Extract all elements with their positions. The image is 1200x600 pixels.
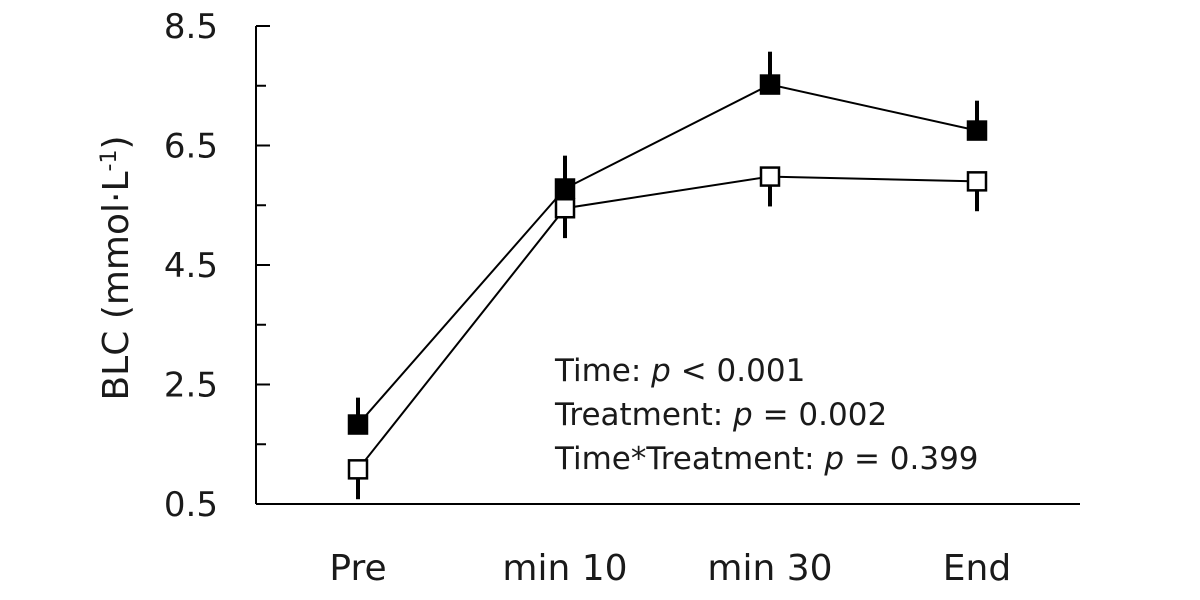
y-tick-label: 8.5: [164, 7, 218, 47]
stat-line: Time*Treatment: p = 0.399: [554, 441, 979, 477]
filled-square-marker: [554, 178, 576, 199]
y-axis: 0.5 2.5 4.5 6.5 8.5: [164, 7, 270, 525]
x-tick-label: min 30: [707, 548, 832, 589]
filled-square-marker: [347, 414, 369, 435]
open-square-marker: [759, 166, 781, 187]
open-square-marker: [966, 171, 988, 192]
series-open: [347, 166, 988, 500]
x-tick-label: min 10: [502, 548, 627, 589]
series-filled: [347, 51, 988, 435]
y-axis-title: BLC (mmol·L-1): [96, 135, 137, 400]
stat-line: Time: p < 0.001: [554, 353, 805, 389]
open-square-marker: [347, 459, 369, 480]
stat-line: Treatment: p = 0.002: [554, 397, 887, 433]
y-tick-label: 2.5: [164, 366, 218, 406]
y-tick-label: 4.5: [164, 246, 218, 286]
open-square-marker: [554, 197, 576, 219]
y-tick-label: 6.5: [164, 127, 218, 167]
x-tick-label: End: [943, 548, 1011, 589]
y-tick-label: 0.5: [164, 485, 218, 525]
x-tick-label: Pre: [329, 548, 386, 589]
series-layer: [347, 51, 988, 500]
filled-square-marker: [759, 74, 781, 95]
x-axis: Pre min 10 min 30 End: [256, 503, 1080, 589]
filled-square-marker: [966, 120, 988, 141]
